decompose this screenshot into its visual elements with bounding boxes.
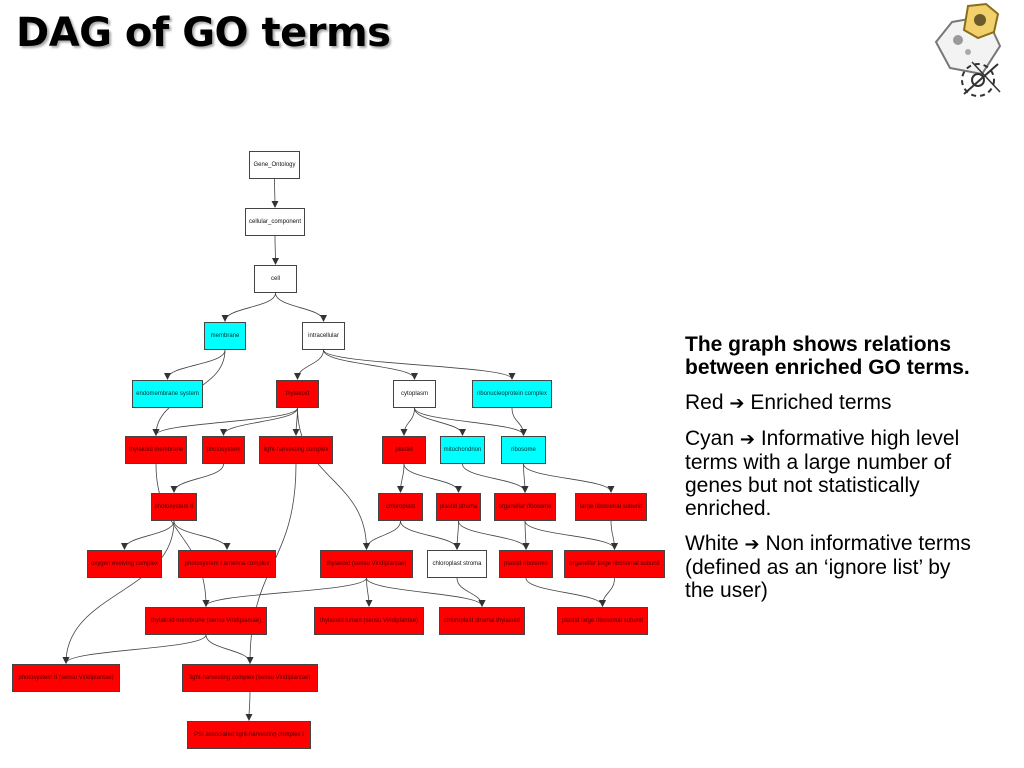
graph-edge [173,520,231,550]
legend-white-label: White [685,532,739,555]
go-term-node: light-harvesting complex (sensu Viridipl… [182,664,318,692]
go-term-node: membrane [204,322,246,350]
go-term-node: oxygen evolving complex [87,550,162,578]
graph-edge [323,349,418,380]
go-term-node: endomembrane system [132,380,203,408]
graph-edge [221,292,276,322]
graph-edge [462,463,529,493]
graph-edge [271,235,279,265]
slide-title: DAG of GO terms [16,10,391,56]
graph-edge [610,520,618,550]
graph-edge [275,292,327,322]
cell-logo-icon [934,2,1002,97]
go-term-node: thylakoid lumen (sensu Viridiplantae) [314,607,424,635]
legend-red-text: Enriched terms [750,391,892,414]
graph-edge [511,407,527,436]
right-arrow-icon: ➔ [729,393,745,414]
graph-edge [366,577,486,607]
right-arrow-icon: ➔ [739,429,755,450]
graph-edge [62,520,175,664]
go-term-node: mitochondrion [440,436,485,464]
legend-red-label: Red [685,391,724,414]
go-term-node: photosystem [202,436,245,464]
go-term-node: thylakoid (sensu Viridiplantae) [320,550,413,578]
legend-intro: The graph shows relations between enrich… [685,333,970,379]
go-term-node: thylakoid membrane (sensu Viridiplantae) [145,607,267,635]
go-term-node: light-harvesting complex [259,436,333,464]
graph-edge [521,463,529,493]
go-term-node: PSI associated light-harvesting complex … [187,721,311,749]
graph-edge [456,577,486,607]
go-term-node: photosystem II [151,493,197,521]
go-term-node: plastid ribosome [499,550,553,578]
graph-edge [397,463,405,493]
graph-edge [152,407,298,436]
graph-edge [403,463,462,493]
graph-edge [363,520,401,550]
graph-edge [323,349,516,380]
go-term-node: chloroplast stromal thylakoid [439,607,525,635]
graph-edge [523,463,615,493]
go-term-node: photosystem I antenna complex [178,550,276,578]
legend-cyan-text: Informative high level terms with a larg… [685,427,960,520]
go-term-node: plastid stroma [436,493,481,521]
go-term-node: ribonucleoprotein complex [472,380,552,408]
go-term-node: intracellular [302,322,345,350]
graph-edge [62,634,207,664]
graph-edge [458,520,530,550]
graph-edge [414,407,466,436]
go-term-node: Gene_Ontology [249,151,300,179]
go-term-node: chloroplast [378,493,423,521]
graph-edge [400,407,415,436]
right-arrow-icon: ➔ [744,534,760,555]
graph-edge [525,577,606,607]
graph-edge [524,520,618,550]
go-term-node: plastid large ribosomal subunit [557,607,648,635]
legend-panel: The graph shows relations between enrich… [685,333,985,614]
graph-edge [164,349,226,380]
graph-edge [170,463,224,493]
legend-red: Red ➔ Enriched terms [685,391,985,415]
go-term-node: organellar ribosome [494,493,556,521]
go-term-node: organellar large ribosomal subunit [564,550,665,578]
go-term-node: photosystem II (sensu Viridiplantae) [12,664,120,692]
graph-edge [121,520,175,550]
graph-edge [245,691,253,721]
go-term-node: chloroplast stroma [427,550,487,578]
go-term-node: cytoplasm [393,380,436,408]
graph-edge [414,407,527,436]
graph-edge [400,520,461,550]
go-term-node: plastid [382,436,426,464]
graph-edge [599,577,615,607]
graph-edge [205,634,254,664]
go-term-node: cellular_component [245,208,305,236]
legend-white: White ➔ Non informative terms (defined a… [685,532,985,602]
legend-cyan-label: Cyan [685,427,735,450]
go-term-node: cell [254,265,297,293]
go-dag-graph [62,178,618,721]
graph-edge [522,520,530,550]
go-term-node: ribosome [501,436,546,464]
go-term-node: thylakoid [276,380,319,408]
go-term-node: thylakoid membrane [125,436,187,464]
graph-edge [202,577,367,607]
graph-edge [453,520,461,550]
legend-cyan: Cyan ➔ Informative high level terms with… [685,427,985,520]
graph-edge [294,349,324,380]
graph-edge [297,407,370,550]
graph-edge [155,463,210,607]
graph-edge [365,577,373,607]
go-term-node: large ribosomal subunit [575,493,647,521]
graph-edges [62,178,618,721]
legend-white-text: Non informative terms (defined as an ‘ig… [685,532,971,602]
graph-edge [271,178,279,208]
graph-edge [220,407,298,436]
